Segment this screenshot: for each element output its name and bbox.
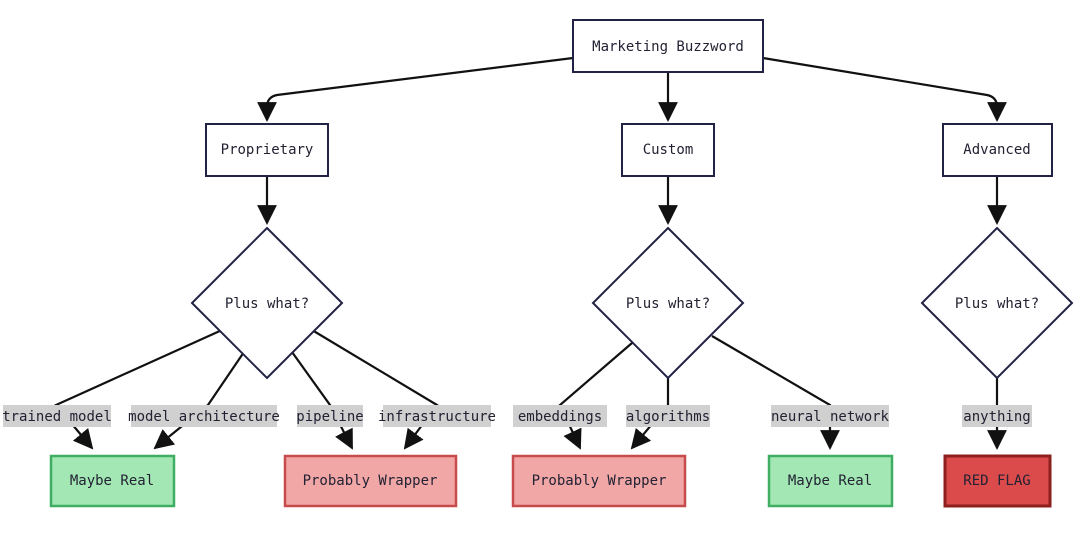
edge-label-embeddings: embeddings: [513, 405, 607, 427]
node-custom: Custom: [621, 123, 715, 177]
edge-neural-network: [711, 335, 840, 450]
decision-custom: Plus what?: [591, 226, 745, 380]
node-marketing-buzzword-label: Marketing Buzzword: [592, 39, 744, 55]
edge-label-model-architecture: model architecture: [128, 405, 280, 427]
result-red-flag: RED FLAG: [943, 454, 1052, 508]
result-maybe-real-2: Maybe Real: [767, 454, 894, 508]
result-probably-wrapper-1-label: Probably Wrapper: [303, 473, 438, 489]
edge-label-model-architecture-text: model architecture: [128, 409, 280, 425]
node-marketing-buzzword: Marketing Buzzword: [572, 19, 764, 73]
result-maybe-real-2-label: Maybe Real: [788, 473, 872, 489]
decision-advanced-label: Plus what?: [955, 296, 1039, 312]
edge-embeddings: [558, 342, 633, 450]
decision-advanced: Plus what?: [920, 226, 1074, 380]
node-advanced: Advanced: [942, 123, 1053, 177]
result-probably-wrapper-1: Probably Wrapper: [283, 454, 458, 508]
edge-root-proprietary: [257, 56, 574, 122]
edges: [54, 56, 1007, 450]
result-probably-wrapper-2: Probably Wrapper: [511, 454, 687, 508]
result-probably-wrapper-2-label: Probably Wrapper: [532, 473, 667, 489]
result-maybe-real-1: Maybe Real: [49, 454, 176, 508]
edge-label-algorithms-text: algorithms: [626, 409, 710, 425]
node-proprietary-label: Proprietary: [221, 142, 314, 158]
result-maybe-real-1-label: Maybe Real: [70, 473, 154, 489]
node-custom-label: Custom: [643, 142, 694, 158]
edge-label-embeddings-text: embeddings: [518, 409, 602, 425]
edge-label-infrastructure: infrastructure: [378, 405, 496, 427]
edge-infrastructure: [311, 329, 439, 450]
edge-label-pipeline: pipeline: [296, 405, 364, 427]
edge-label-pipeline-text: pipeline: [296, 409, 363, 425]
edge-label-anything: anything: [962, 405, 1032, 427]
edge-label-neural-network: neural network: [771, 405, 890, 427]
edge-label-anything-text: anything: [963, 409, 1030, 425]
result-red-flag-label: RED FLAG: [963, 473, 1030, 489]
edge-label-neural-network-text: neural network: [771, 409, 890, 425]
node-advanced-label: Advanced: [963, 142, 1030, 158]
node-proprietary: Proprietary: [205, 123, 329, 177]
edge-label-infrastructure-text: infrastructure: [378, 409, 496, 425]
decision-custom-label: Plus what?: [626, 296, 710, 312]
decision-proprietary: Plus what?: [190, 226, 344, 380]
edge-trained-model: [54, 328, 223, 450]
edge-model-architecture: [153, 351, 245, 450]
edge-label-trained-model-text: trained model: [2, 409, 112, 425]
edge-pipeline: [291, 351, 353, 450]
decision-proprietary-label: Plus what?: [225, 296, 309, 312]
edge-root-advanced: [762, 56, 1007, 122]
edge-label-algorithms: algorithms: [626, 405, 710, 427]
edge-label-trained-model: trained model: [2, 405, 112, 427]
